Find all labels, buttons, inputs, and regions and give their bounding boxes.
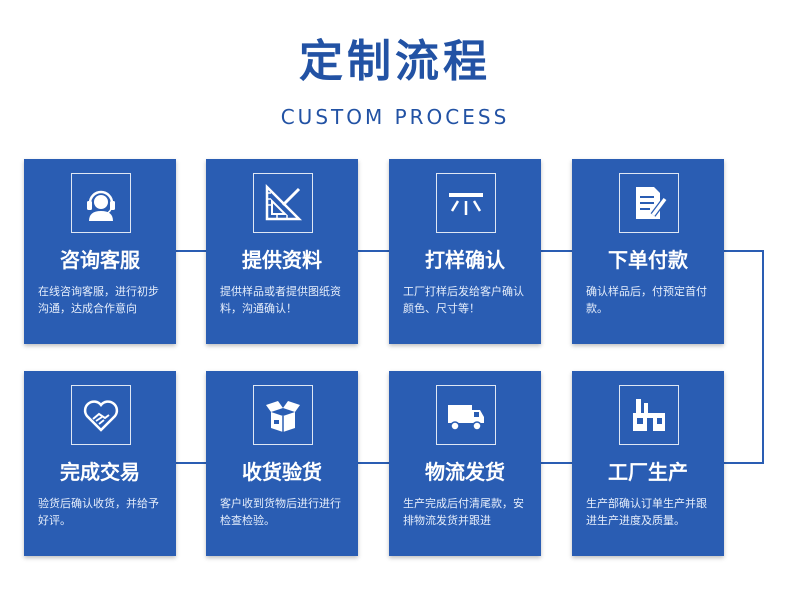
step-card-receive: 收货验货 客户收到货物后进行进行检查检验。 bbox=[206, 371, 358, 556]
step-title: 提供资料 bbox=[242, 248, 322, 272]
step-description: 确认样品后，付预定首付款。 bbox=[586, 285, 707, 315]
document-pen-icon bbox=[619, 173, 679, 233]
step-title: 收货验货 bbox=[242, 460, 322, 484]
step-description: 生产完成后付清尾款，安排物流发货并跟进 bbox=[403, 497, 524, 527]
step-description: 客户收到货物后进行进行检查检验。 bbox=[220, 497, 341, 527]
step-description: 工厂打样后发给客户确认颜色、尺寸等！ bbox=[403, 285, 524, 315]
step-card-production: 工厂生产 生产部确认订单生产并跟进生产进度及质量。 bbox=[572, 371, 724, 556]
step-card-consult: 咨询客服 在线咨询客服，进行初步沟通，达成合作意向 bbox=[24, 159, 176, 344]
step-title: 物流发货 bbox=[425, 460, 505, 484]
lamp-icon bbox=[436, 173, 496, 233]
page-title: 定制流程 bbox=[299, 36, 491, 87]
step-card-payment: 下单付款 确认样品后，付预定首付款。 bbox=[572, 159, 724, 344]
customer-service-icon bbox=[71, 173, 131, 233]
step-card-complete: 完成交易 验货后确认收货，并给予好评。 bbox=[24, 371, 176, 556]
connector-4-8 bbox=[724, 250, 764, 464]
page-subtitle: CUSTOM PROCESS bbox=[280, 105, 510, 129]
step-title: 下单付款 bbox=[608, 248, 688, 272]
step-title: 打样确认 bbox=[425, 248, 505, 272]
step-title: 工厂生产 bbox=[608, 460, 688, 484]
step-description: 在线咨询客服，进行初步沟通，达成合作意向 bbox=[38, 285, 159, 315]
step-title: 完成交易 bbox=[60, 460, 140, 484]
step-card-shipping: 物流发货 生产完成后付清尾款，安排物流发货并跟进 bbox=[389, 371, 541, 556]
step-card-materials: 提供资料 提供样品或者提供图纸资料，沟通确认！ bbox=[206, 159, 358, 344]
step-description: 提供样品或者提供图纸资料，沟通确认！ bbox=[220, 285, 341, 315]
handshake-icon bbox=[71, 385, 131, 445]
delivery-truck-icon bbox=[436, 385, 496, 445]
step-description: 验货后确认收货，并给予好评。 bbox=[38, 497, 159, 527]
ruler-triangle-icon bbox=[253, 173, 313, 233]
step-card-sample: 打样确认 工厂打样后发给客户确认颜色、尺寸等！ bbox=[389, 159, 541, 344]
factory-icon bbox=[619, 385, 679, 445]
open-box-icon bbox=[253, 385, 313, 445]
step-description: 生产部确认订单生产并跟进生产进度及质量。 bbox=[586, 497, 707, 527]
step-title: 咨询客服 bbox=[60, 248, 140, 272]
